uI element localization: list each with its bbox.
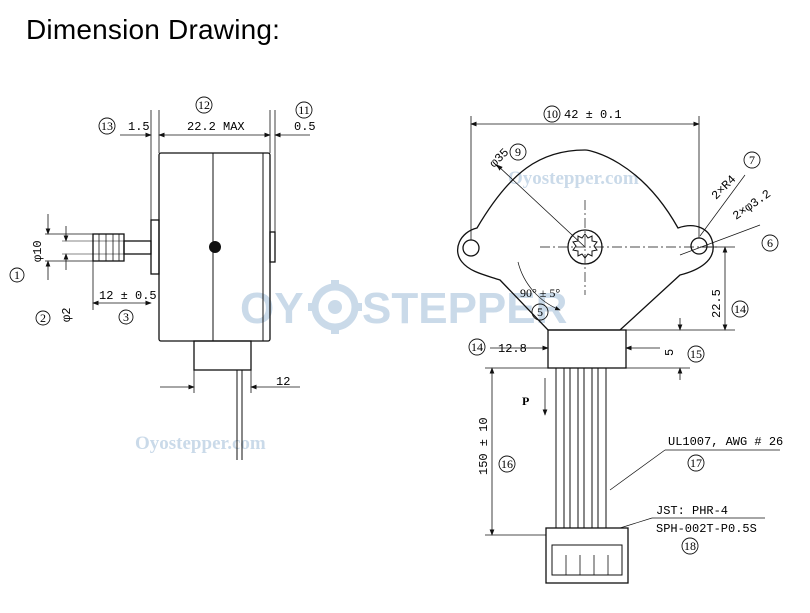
p-label: P xyxy=(522,394,529,408)
callout-11: 11 xyxy=(298,103,310,117)
dim-12-value: 22.2 MAX xyxy=(187,120,245,134)
callout-14b: 14 xyxy=(471,340,483,354)
dim-6-value: 2×φ3.2 xyxy=(730,187,773,223)
dim-17-value: UL1007, AWG # 26 xyxy=(668,435,783,449)
watermark-site-left: Oyostepper.com xyxy=(135,433,266,454)
callout-15: 15 xyxy=(690,347,702,361)
callout-6: 6 xyxy=(767,236,773,250)
side-view-labels: 13 1.5 12 22.2 MAX 11 0.5 1 φ10 2 φ2 3 1… xyxy=(9,96,316,389)
callout-14: 14 xyxy=(734,302,746,316)
shaft xyxy=(123,240,152,255)
center-dot xyxy=(209,241,221,253)
dim-cable-boss-value: 12 xyxy=(276,375,290,389)
dim-13-value: 1.5 xyxy=(128,120,150,134)
callout-16: 16 xyxy=(501,457,513,471)
connector-housing xyxy=(545,527,629,584)
side-view xyxy=(45,110,310,460)
callout-12: 12 xyxy=(198,98,210,112)
callout-13: 13 xyxy=(101,119,113,133)
callout-2: 2 xyxy=(40,311,46,325)
flange-outline xyxy=(457,149,714,331)
callout-18: 18 xyxy=(684,539,696,553)
callout-5: 5 xyxy=(537,305,543,319)
mount-hole-left xyxy=(462,239,480,257)
dim-5-value: 90° ± 5° xyxy=(520,286,560,300)
dim-2-value: φ2 xyxy=(60,308,74,322)
watermark: OY STEPPER Oyostepper.com Oyostepper.com xyxy=(135,168,639,454)
front-flange xyxy=(150,219,160,275)
dim-14b-value: 12.8 xyxy=(498,342,527,356)
gear-icon xyxy=(308,280,362,334)
dim-11-value: 0.5 xyxy=(294,120,316,134)
dim-3-value: 12 ± 0.5 xyxy=(99,289,157,303)
page-title: Dimension Drawing: xyxy=(26,14,281,45)
dim-1-value: φ10 xyxy=(31,240,45,262)
dim-18-value-2: SPH-002T-P0.5S xyxy=(656,522,757,536)
callout-7: 7 xyxy=(749,153,755,167)
dim-7-value: 2×R4 xyxy=(709,173,739,203)
dim-15-value: 5 xyxy=(663,349,677,356)
dim-10-value: 42 ± 0.1 xyxy=(564,108,622,122)
watermark-logo-left: OY xyxy=(240,284,304,333)
callout-1: 1 xyxy=(14,268,20,282)
callout-3: 3 xyxy=(123,310,129,324)
callout-10: 10 xyxy=(546,107,558,121)
watermark-site-top: Oyostepper.com xyxy=(508,168,639,189)
callout-17: 17 xyxy=(690,456,702,470)
dim-14-value: 22.5 xyxy=(710,289,724,318)
callout-9: 9 xyxy=(515,145,521,159)
front-view xyxy=(457,116,780,584)
cable-boss-front xyxy=(547,329,627,369)
cable-boss-side xyxy=(193,340,252,371)
dim-16-value: 150 ± 10 xyxy=(477,417,491,475)
dim-18-value-1: JST: PHR-4 xyxy=(656,504,728,518)
rear-boss xyxy=(269,231,276,263)
